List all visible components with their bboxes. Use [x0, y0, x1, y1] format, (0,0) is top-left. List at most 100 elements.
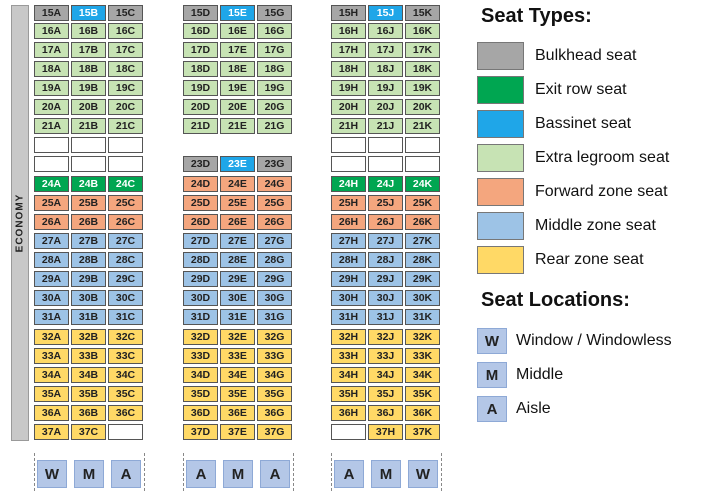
seat-rear[interactable]: 34E: [220, 367, 255, 383]
seat-bulkhead[interactable]: 15G: [257, 5, 292, 21]
seat-rear[interactable]: 37C: [71, 424, 106, 440]
seat-extra[interactable]: 20H: [331, 99, 366, 115]
seat-extra[interactable]: 18B: [71, 61, 106, 77]
seat-bulkhead[interactable]: 15C: [108, 5, 143, 21]
seat-exit[interactable]: 24K: [405, 176, 440, 192]
seat-middle[interactable]: 29J: [368, 271, 403, 287]
seat-middle[interactable]: 31K: [405, 309, 440, 325]
seat-rear[interactable]: 33J: [368, 348, 403, 364]
seat-forward[interactable]: 26A: [34, 214, 69, 230]
seat-forward[interactable]: 24E: [220, 176, 255, 192]
seat-forward[interactable]: 25B: [71, 195, 106, 211]
seat-middle[interactable]: 29A: [34, 271, 69, 287]
seat-extra[interactable]: 16G: [257, 23, 292, 39]
seat-rear[interactable]: 32E: [220, 329, 255, 345]
seat-rear[interactable]: 35A: [34, 386, 69, 402]
seat-middle[interactable]: 30H: [331, 290, 366, 306]
seat-bassinet[interactable]: 15B: [71, 5, 106, 21]
seat-rear[interactable]: 35G: [257, 386, 292, 402]
seat-rear[interactable]: 32K: [405, 329, 440, 345]
seat-forward[interactable]: 26C: [108, 214, 143, 230]
seat-extra[interactable]: 18A: [34, 61, 69, 77]
seat-extra[interactable]: 19A: [34, 80, 69, 96]
seat-rear[interactable]: 35B: [71, 386, 106, 402]
seat-extra[interactable]: 16C: [108, 23, 143, 39]
seat-rear[interactable]: 33H: [331, 348, 366, 364]
seat-extra[interactable]: 17D: [183, 42, 218, 58]
seat-extra[interactable]: 17B: [71, 42, 106, 58]
seat-rear[interactable]: 34K: [405, 367, 440, 383]
seat-bulkhead[interactable]: 23D: [183, 156, 218, 172]
seat-forward[interactable]: 25J: [368, 195, 403, 211]
seat-middle[interactable]: 29H: [331, 271, 366, 287]
seat-extra[interactable]: 17A: [34, 42, 69, 58]
seat-bulkhead[interactable]: 15D: [183, 5, 218, 21]
seat-rear[interactable]: 35H: [331, 386, 366, 402]
seat-middle[interactable]: 30C: [108, 290, 143, 306]
seat-extra[interactable]: 19B: [71, 80, 106, 96]
seat-middle[interactable]: 28H: [331, 252, 366, 268]
seat-forward[interactable]: 25G: [257, 195, 292, 211]
seat-middle[interactable]: 27D: [183, 233, 218, 249]
seat-middle[interactable]: 27B: [71, 233, 106, 249]
seat-rear[interactable]: 35C: [108, 386, 143, 402]
seat-rear[interactable]: 32J: [368, 329, 403, 345]
seat-extra[interactable]: 16H: [331, 23, 366, 39]
seat-rear[interactable]: 33B: [71, 348, 106, 364]
seat-rear[interactable]: 34J: [368, 367, 403, 383]
seat-rear[interactable]: 36D: [183, 405, 218, 421]
seat-rear[interactable]: 33G: [257, 348, 292, 364]
seat-extra[interactable]: 16D: [183, 23, 218, 39]
seat-extra[interactable]: 21D: [183, 118, 218, 134]
seat-extra[interactable]: 20E: [220, 99, 255, 115]
seat-extra[interactable]: 19D: [183, 80, 218, 96]
seat-extra[interactable]: 19C: [108, 80, 143, 96]
seat-middle[interactable]: 30B: [71, 290, 106, 306]
seat-middle[interactable]: 29K: [405, 271, 440, 287]
seat-middle[interactable]: 31A: [34, 309, 69, 325]
seat-rear[interactable]: 35E: [220, 386, 255, 402]
seat-bulkhead[interactable]: 15A: [34, 5, 69, 21]
seat-rear[interactable]: 34C: [108, 367, 143, 383]
seat-extra[interactable]: 19J: [368, 80, 403, 96]
seat-extra[interactable]: 16K: [405, 23, 440, 39]
seat-forward[interactable]: 26E: [220, 214, 255, 230]
seat-middle[interactable]: 28B: [71, 252, 106, 268]
seat-forward[interactable]: 25D: [183, 195, 218, 211]
seat-rear[interactable]: 32G: [257, 329, 292, 345]
seat-middle[interactable]: 30A: [34, 290, 69, 306]
seat-middle[interactable]: 28D: [183, 252, 218, 268]
seat-middle[interactable]: 28G: [257, 252, 292, 268]
seat-rear[interactable]: 34B: [71, 367, 106, 383]
seat-rear[interactable]: 34A: [34, 367, 69, 383]
seat-extra[interactable]: 16J: [368, 23, 403, 39]
seat-extra[interactable]: 18H: [331, 61, 366, 77]
seat-forward[interactable]: 26G: [257, 214, 292, 230]
seat-extra[interactable]: 18C: [108, 61, 143, 77]
seat-rear[interactable]: 33A: [34, 348, 69, 364]
seat-middle[interactable]: 29C: [108, 271, 143, 287]
seat-middle[interactable]: 28E: [220, 252, 255, 268]
seat-middle[interactable]: 28C: [108, 252, 143, 268]
seat-extra[interactable]: 18D: [183, 61, 218, 77]
seat-middle[interactable]: 30G: [257, 290, 292, 306]
seat-middle[interactable]: 29E: [220, 271, 255, 287]
seat-extra[interactable]: 16B: [71, 23, 106, 39]
seat-extra[interactable]: 18G: [257, 61, 292, 77]
seat-rear[interactable]: 36B: [71, 405, 106, 421]
seat-middle[interactable]: 27C: [108, 233, 143, 249]
seat-rear[interactable]: 36E: [220, 405, 255, 421]
seat-extra[interactable]: 16A: [34, 23, 69, 39]
seat-exit[interactable]: 24A: [34, 176, 69, 192]
seat-forward[interactable]: 26K: [405, 214, 440, 230]
seat-middle[interactable]: 30J: [368, 290, 403, 306]
seat-extra[interactable]: 21A: [34, 118, 69, 134]
seat-extra[interactable]: 21E: [220, 118, 255, 134]
seat-extra[interactable]: 18J: [368, 61, 403, 77]
seat-middle[interactable]: 29G: [257, 271, 292, 287]
seat-forward[interactable]: 25K: [405, 195, 440, 211]
seat-forward[interactable]: 26H: [331, 214, 366, 230]
seat-forward[interactable]: 25H: [331, 195, 366, 211]
seat-middle[interactable]: 27E: [220, 233, 255, 249]
seat-rear[interactable]: 33D: [183, 348, 218, 364]
